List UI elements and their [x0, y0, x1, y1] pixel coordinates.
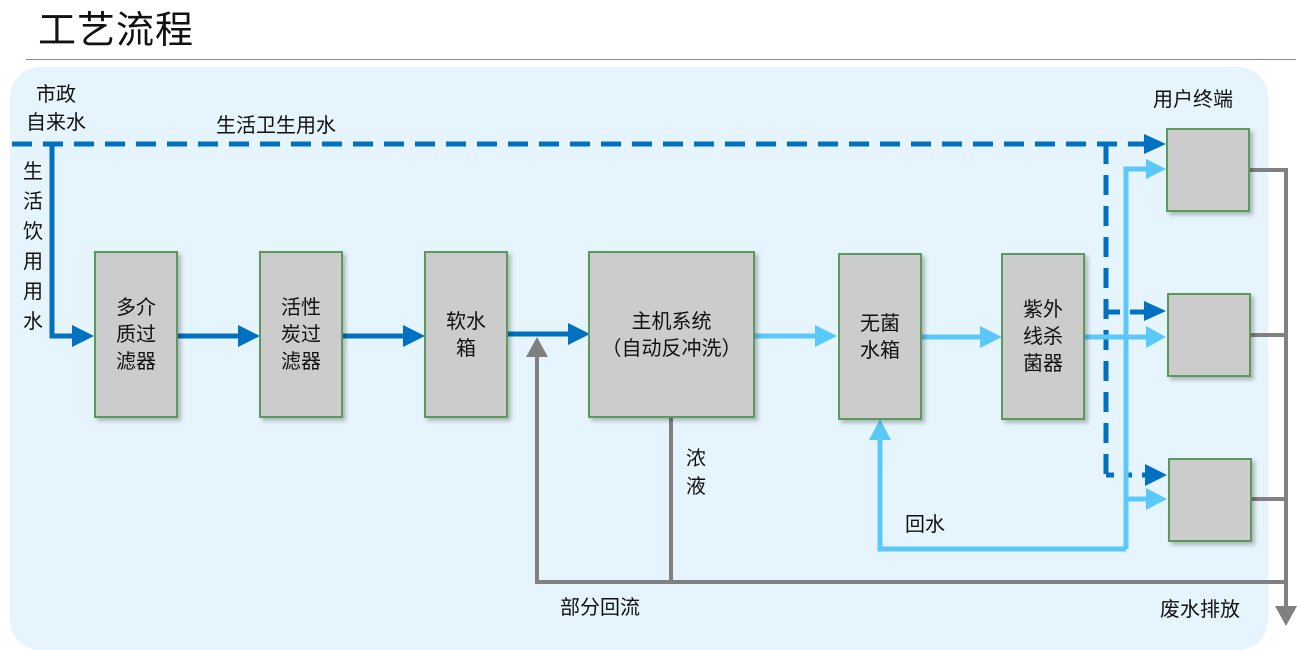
arrow-wastewater-down — [1275, 606, 1297, 626]
reflux-line — [535, 355, 1286, 584]
label-return-water: 回水 — [905, 512, 945, 536]
label-partial-reflux: 部分回流 — [560, 595, 640, 619]
drain-terminal-1 — [1248, 168, 1288, 606]
box-terminal-3 — [1168, 458, 1252, 542]
arrow-to-sterile-tank — [815, 325, 837, 347]
arrow-terminal-3-dark — [1145, 464, 1167, 486]
arrow-terminal-1-light — [1146, 159, 1166, 179]
arrow-terminal-1-dark — [1144, 134, 1166, 154]
box-host-system: 主机系统 （自动反冲洗） — [588, 251, 755, 418]
box-multimedia-filter: 多介 质过 滤器 — [94, 251, 178, 418]
arrow-to-softener — [403, 325, 425, 347]
label-municipal-water: 市政 自来水 — [26, 82, 86, 134]
box-uv-sterilizer: 紫外 线杀 菌器 — [1001, 253, 1085, 420]
box-activated-carbon-filter: 活性 炭过 滤器 — [259, 251, 343, 418]
box-terminal-1 — [1166, 128, 1250, 212]
label-wastewater: 废水排放 — [1160, 597, 1240, 621]
drinking-water-line — [49, 144, 78, 339]
arrow-reflux-up — [526, 337, 548, 357]
arrow-terminal-2-light — [1146, 326, 1166, 348]
return-water-line — [877, 438, 1126, 552]
box-sterile-tank: 无菌 水箱 — [838, 253, 922, 420]
arrow-to-uv — [980, 326, 1002, 348]
page-title: 工艺流程 — [38, 8, 195, 52]
arrow-to-filter-2 — [238, 325, 260, 347]
arrow-terminal-3-light — [1146, 488, 1167, 510]
label-domestic-sanitary: 生活卫生用水 — [216, 113, 336, 137]
box-softening-tank: 软水 箱 — [424, 251, 508, 418]
label-user-terminal: 用户终端 — [1153, 87, 1233, 111]
arrow-return-up — [869, 419, 891, 440]
arrow-to-filter-1 — [72, 325, 94, 347]
label-drinking-water: 生活饮用用水 — [23, 159, 43, 333]
label-concentrate: 浓 液 — [686, 446, 706, 498]
light-riser — [1123, 166, 1148, 549]
arrow-terminal-2-dark — [1144, 301, 1166, 321]
title-divider — [26, 59, 1296, 60]
arrow-to-host — [568, 323, 590, 345]
box-terminal-2 — [1167, 293, 1251, 377]
